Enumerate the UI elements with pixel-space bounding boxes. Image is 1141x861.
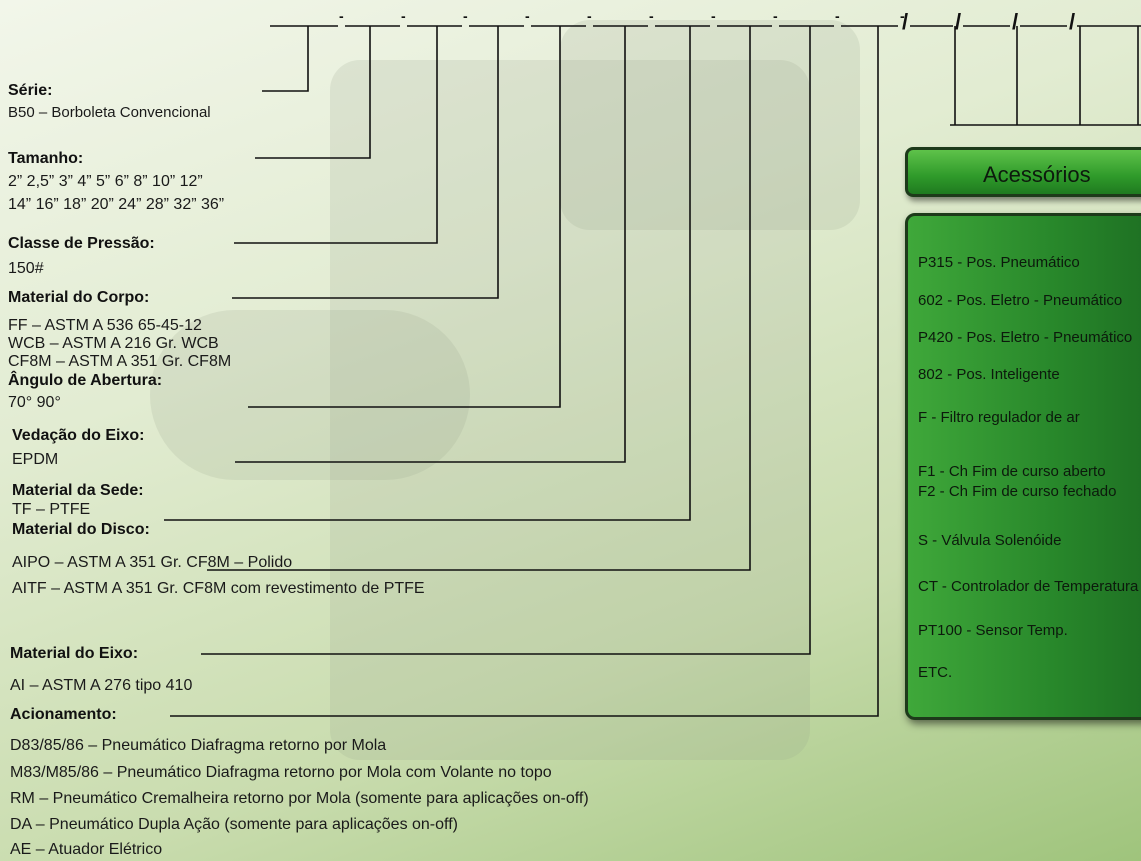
slash-separator: / — [1012, 9, 1019, 34]
leader-eixo — [201, 26, 811, 655]
background-valve-shape — [330, 60, 810, 760]
dash-separator: - — [525, 8, 530, 24]
slash-separator: / — [902, 9, 909, 34]
leader-sede — [164, 26, 691, 521]
tamanho-item: 14” 16” 18” 20” 24” 28” 32” 36” — [8, 196, 225, 213]
slash-separator: / — [955, 9, 962, 34]
dash-separator: - — [649, 8, 654, 24]
leader-tamanho — [255, 26, 371, 159]
leader-corpo — [232, 26, 499, 299]
vedacao-item: EPDM — [12, 451, 59, 468]
heading-tamanho: Tamanho: — [8, 150, 84, 167]
accessory-item: 602 - Pos. Eletro - Pneumático — [918, 292, 1123, 309]
pressao-item: 150# — [8, 260, 44, 277]
dash-separator: - — [339, 8, 344, 24]
corpo-item: FF – ASTM A 536 65-45-12 — [8, 317, 202, 334]
disco-item: AIPO – ASTM A 351 Gr. CF8M – Polido — [12, 554, 293, 571]
dash-separator: - — [773, 8, 778, 24]
leader-serie — [262, 26, 309, 92]
heading-pressao: Classe de Pressão: — [8, 235, 155, 252]
leader-vedacao — [235, 26, 626, 463]
heading-disco: Material do Disco: — [12, 521, 150, 538]
accessory-item: S - Válvula Solenóide — [918, 532, 1062, 549]
dash-separator: - — [463, 8, 468, 24]
dash-separator: - — [900, 8, 905, 24]
acionamento-item: AE – Atuador Elétrico — [10, 841, 163, 858]
heading-sede: Material da Sede: — [12, 482, 144, 499]
tamanho-item: 2” 2,5” 3” 4” 5” 6” 8” 10” 12” — [8, 173, 203, 190]
accessory-item: F2 - Ch Fim de curso fechado — [918, 483, 1117, 500]
sede-item: TF – PTFE — [12, 501, 91, 518]
dash-separator: - — [587, 8, 592, 24]
accessories-box — [905, 213, 1141, 720]
acionamento-item: M83/M85/86 – Pneumático Diafragma retorn… — [10, 764, 552, 781]
accessories-title: Acessórios — [905, 147, 1141, 197]
dash-separator: - — [711, 8, 716, 24]
accessory-item: ETC. — [918, 664, 953, 681]
accessory-item: F - Filtro regulador de ar — [918, 409, 1080, 426]
heading-eixo: Material do Eixo: — [10, 645, 139, 662]
eixo-item: AI – ASTM A 276 tipo 410 — [10, 677, 193, 694]
leader-pressao — [234, 26, 438, 244]
acionamento-item: DA – Pneumático Dupla Ação (somente para… — [10, 816, 458, 833]
leader-acionamento — [170, 26, 879, 717]
heading-serie: Série: — [8, 82, 53, 99]
disco-item: AITF – ASTM A 351 Gr. CF8M com revestime… — [12, 580, 425, 597]
acionamento-item: D83/85/86 – Pneumático Diafragma retorno… — [10, 737, 387, 754]
background-flange-shape — [150, 310, 470, 480]
leader-angulo — [248, 26, 561, 408]
heading-corpo: Material do Corpo: — [8, 289, 150, 306]
heading-acionamento: Acionamento: — [10, 706, 117, 723]
accessory-item: P315 - Pos. Pneumático — [918, 254, 1080, 271]
accessory-item: PT100 - Sensor Temp. — [918, 622, 1068, 639]
accessory-item: 802 - Pos. Inteligente — [918, 366, 1060, 383]
angulo-item: 70° 90° — [8, 394, 61, 411]
accessory-item: F1 - Ch Fim de curso aberto — [918, 463, 1106, 480]
corpo-item: CF8M – ASTM A 351 Gr. CF8M — [8, 353, 232, 370]
dash-separator: - — [835, 8, 840, 24]
heading-vedacao: Vedação do Eixo: — [12, 427, 145, 444]
heading-angulo: Ângulo de Abertura: — [8, 372, 163, 389]
slash-separator: / — [1069, 9, 1076, 34]
corpo-item: WCB – ASTM A 216 Gr. WCB — [8, 335, 219, 352]
dash-separator: - — [401, 8, 406, 24]
leader-disco — [207, 26, 751, 571]
acionamento-item: RM – Pneumático Cremalheira retorno por … — [10, 790, 589, 807]
accessory-item: P420 - Pos. Eletro - Pneumático — [918, 329, 1133, 346]
serie-item: B50 – Borboleta Convencional — [8, 104, 211, 121]
accessory-item: CT - Controlador de Temperatura — [918, 578, 1139, 595]
